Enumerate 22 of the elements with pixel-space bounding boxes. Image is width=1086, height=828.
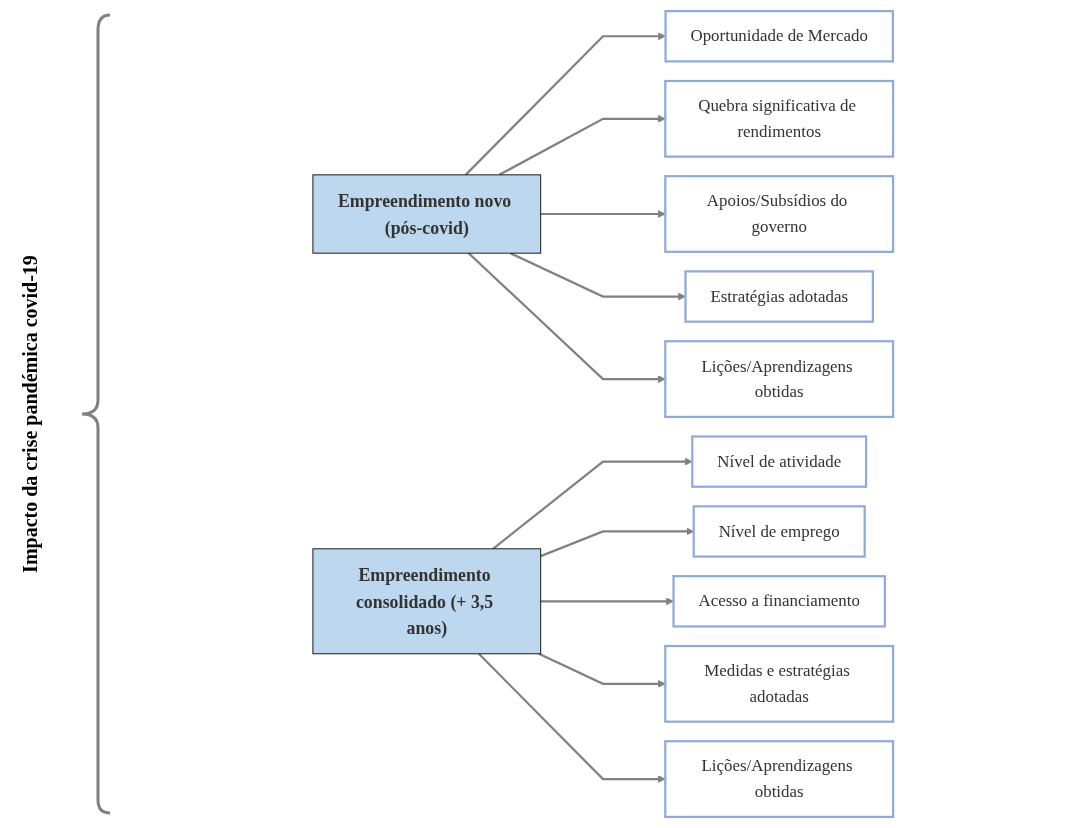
node-box: Apoios/Subsídios do governo: [664, 175, 895, 253]
node-box: Empreendimento novo (pós-covid): [312, 174, 542, 254]
rotated-heading: Impacto da crise pandémica covid-19: [18, 255, 42, 573]
node-box: Empreendimento consolidado (+ 3,5 anos): [312, 548, 542, 655]
arrow: [540, 597, 674, 606]
arrow: [498, 114, 666, 176]
node-box: Oportunidade de Mercado: [664, 10, 894, 63]
arrow: [492, 457, 693, 550]
arrow: [540, 210, 666, 218]
arrow: [509, 252, 686, 301]
node-box: Quebra significativa de rendimentos: [664, 79, 895, 158]
arrow: [538, 652, 666, 688]
node-box: Lições/Aprendizagens obtidas: [664, 340, 895, 418]
node-box: Nível de atividade: [691, 435, 868, 488]
node-box: Estratégias adotadas: [684, 270, 874, 323]
arrow: [467, 252, 666, 383]
node-box: Acesso a financiamento: [672, 575, 886, 628]
arrow: [478, 653, 666, 783]
node-box: Lições/Aprendizagens obtidas: [664, 740, 895, 818]
node-box: Medidas e estratégias adotadas: [664, 644, 895, 723]
node-box: Nível de emprego: [692, 505, 866, 558]
arrow: [464, 32, 666, 176]
